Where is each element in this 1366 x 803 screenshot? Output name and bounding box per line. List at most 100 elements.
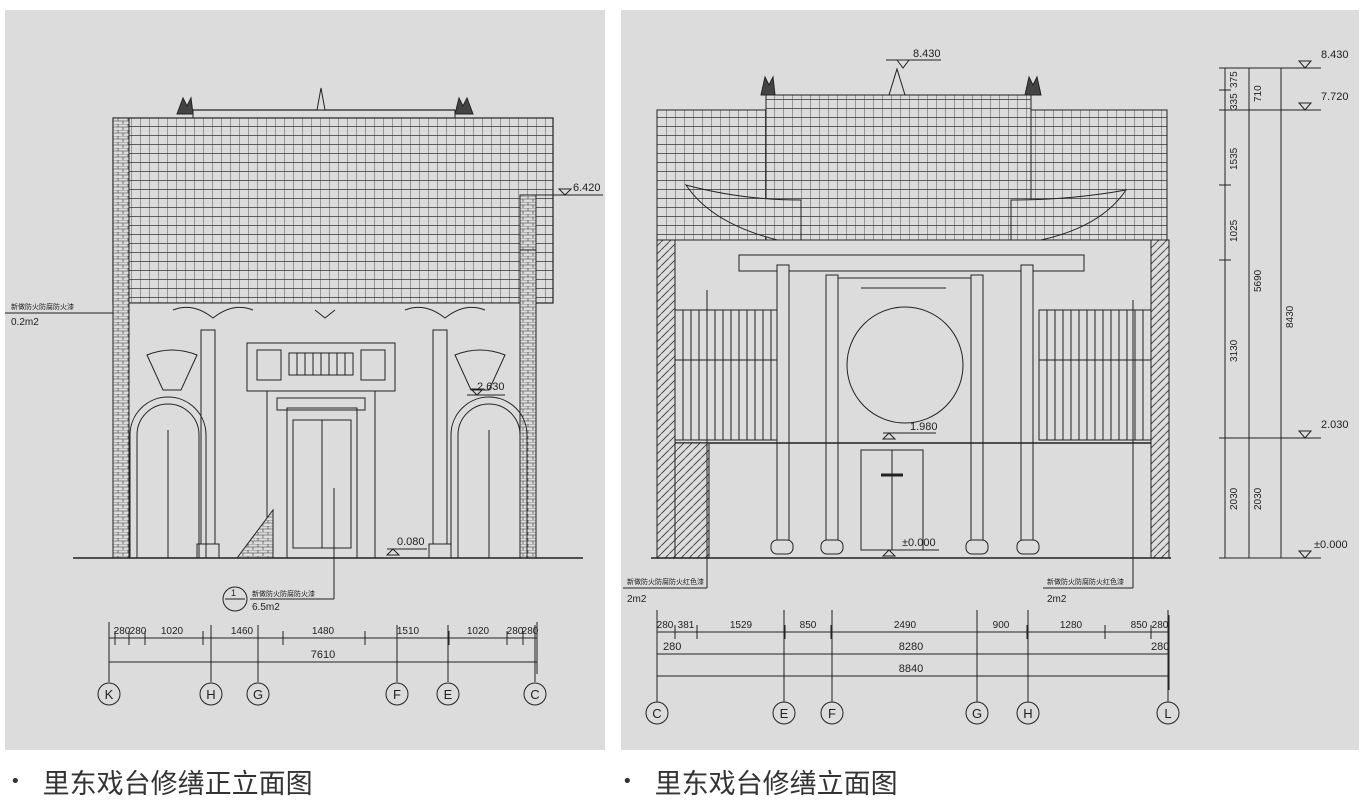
svg-text:1: 1 (231, 588, 236, 598)
stage-body (674, 239, 1152, 559)
svg-text:1535: 1535 (1229, 147, 1240, 170)
axis-label: G (972, 706, 982, 721)
note-bottom: 1 新做防火防腐防火漆 6.5m2 (222, 488, 335, 613)
svg-text:375: 375 (1229, 71, 1240, 88)
left-dim-label: 280 (522, 626, 539, 637)
caption-text: 里东戏台修缮立面图 (654, 769, 898, 800)
arched-doors (129, 396, 528, 558)
svg-text:新做防火防腐防火漆: 新做防火防腐防火漆 (11, 302, 74, 311)
left-dim-label: 1510 (397, 626, 420, 637)
right-dim-label: 900 (993, 620, 1010, 631)
front-elevation-svg: 6.420 (5, 87, 603, 706)
lower-doors (860, 449, 924, 551)
left-total-dimension: 7610 (311, 649, 335, 661)
dimension-lines (656, 615, 1170, 690)
bullet: • (622, 771, 633, 792)
axis-label: F (393, 687, 401, 702)
caption-text: 里东戏台修缮正立面图 (42, 769, 313, 800)
left-dim-label: 280 (130, 626, 147, 637)
svg-text:新做防火防腐防火红色漆: 新做防火防腐防火红色漆 (627, 577, 704, 586)
bullet: • (10, 771, 21, 792)
right-brick-pier (519, 249, 537, 559)
axis-label: C (530, 687, 539, 702)
left-wall (656, 239, 676, 559)
stair (674, 442, 710, 559)
lintel-panel (246, 342, 396, 392)
roof-tiles (112, 109, 554, 304)
right-level-marks (1297, 60, 1313, 559)
right-dim-label: 381 (678, 620, 695, 631)
svg-text:新做防火防腐防火漆: 新做防火防腐防火漆 (252, 589, 315, 598)
right-wall (1150, 239, 1170, 559)
svg-text:5690: 5690 (1253, 269, 1264, 292)
svg-text:8.430: 8.430 (913, 48, 941, 60)
svg-text:6.5m2: 6.5m2 (252, 602, 280, 613)
svg-text:1025: 1025 (1229, 219, 1240, 242)
axis-label: E (444, 687, 453, 702)
svg-text:2m2: 2m2 (1047, 594, 1067, 605)
right-total-dimension: 8840 (899, 663, 923, 675)
level-top-label: 6.420 (573, 182, 601, 194)
dim2-left: 280 (663, 641, 681, 653)
left-dim-label: 1020 (161, 626, 184, 637)
svg-text:0.080: 0.080 (397, 536, 425, 548)
right-dim-label: 1280 (1060, 620, 1083, 631)
left-dim-label: 1460 (231, 626, 254, 637)
vertical-dimension-chain (1219, 67, 1321, 559)
level-mark-ground: ±0.000 (881, 537, 939, 557)
svg-text:±0.000: ±0.000 (1314, 539, 1348, 551)
facade-wall (128, 302, 521, 559)
caption-front-elevation: • 里东戏台修缮正立面图 (10, 762, 313, 801)
right-dim-label: 1529 (730, 620, 753, 631)
stage-roof (656, 94, 1168, 256)
right-dim-label: 280 (1152, 620, 1169, 631)
axis-label: H (1023, 706, 1032, 721)
svg-text:2m2: 2m2 (627, 594, 647, 605)
svg-text:2030: 2030 (1229, 487, 1240, 510)
right-dim-label: 280 (657, 620, 674, 631)
ridge-ornaments (176, 87, 474, 115)
axis-label: F (828, 706, 836, 721)
svg-text:2030: 2030 (1253, 487, 1264, 510)
caption-side-elevation: • 里东戏台修缮立面图 (622, 762, 898, 801)
level-mark-window: 2.630 (467, 381, 505, 396)
level-mark-roof-top: 8.430 (886, 48, 941, 69)
axis-label: C (652, 706, 661, 721)
left-brick-pier (112, 117, 130, 559)
svg-text:2.030: 2.030 (1321, 419, 1349, 431)
ridge-ornaments (760, 67, 1042, 96)
front-elevation-drawing: 6.420 (5, 10, 605, 750)
note-left: 新做防火防腐防火红色漆 2m2 (623, 290, 708, 605)
dim2-right: 280 (1151, 641, 1169, 653)
level-mark-top: 6.420 (533, 182, 603, 196)
right-dim-label: 2490 (894, 620, 917, 631)
right-dim-label: 850 (1131, 620, 1148, 631)
dim2-mid: 8280 (899, 641, 923, 653)
level-mark-stage: 1.980 (881, 421, 938, 440)
bracket-ornaments (172, 306, 486, 319)
note-top: 新做防火防腐防火漆 0.2m2 (5, 302, 113, 328)
side-elevation-svg: 8.430 1.9 (623, 48, 1349, 725)
note-right: 新做防火防腐防火红色漆 2m2 (1043, 300, 1134, 605)
svg-text:7.720: 7.720 (1321, 91, 1349, 103)
svg-text:新做防火防腐防火红色漆: 新做防火防腐防火红色漆 (1047, 577, 1124, 586)
left-dim-label: 1020 (467, 626, 490, 637)
svg-text:8430: 8430 (1285, 305, 1296, 328)
side-elevation-drawing: 8.430 1.9 (621, 10, 1359, 750)
columns (196, 329, 452, 559)
svg-text:2.630: 2.630 (477, 381, 505, 393)
axis-label: K (105, 687, 114, 702)
axis-label: E (780, 706, 789, 721)
svg-text:8.430: 8.430 (1321, 49, 1349, 61)
axis-label: H (206, 687, 215, 702)
svg-text:335: 335 (1229, 93, 1240, 110)
left-dim-label: 280 (114, 626, 131, 637)
svg-text:3130: 3130 (1229, 339, 1240, 362)
level-mark-floor: 0.080 (385, 536, 427, 556)
axis-label: L (1164, 706, 1171, 721)
top-beam (738, 254, 1085, 272)
